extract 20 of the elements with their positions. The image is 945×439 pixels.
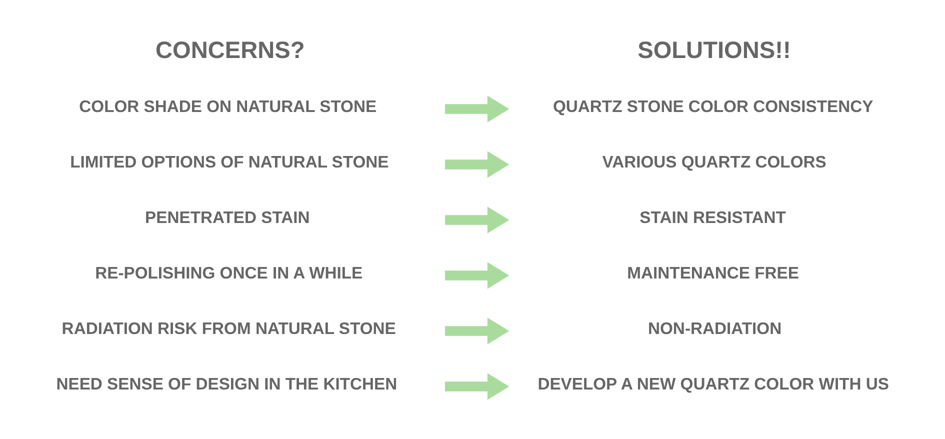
node-text: VARIOUS QUARTZ COLORS (602, 152, 826, 171)
node-text: RADIATION RISK FROM NATURAL STONE (62, 318, 396, 338)
node-text: LIMITED OPTIONS OF NATURAL STONE (70, 152, 389, 171)
node-text: NEED SENSE OF DESIGN IN THE KITCHEN (56, 374, 398, 393)
node-text: NON-RADIATION (648, 318, 782, 338)
label: SOLUTIONS!! (638, 36, 791, 62)
node-text: PENETRATED STAIN (145, 207, 310, 226)
node-text: STAIN RESISTANT (640, 207, 786, 226)
node-text: RE-POLISHING ONCE IN A WHILE (95, 262, 363, 282)
node-text: QUARTZ STONE COLOR CONSISTENCY (552, 96, 874, 116)
arrow (445, 150, 510, 178)
arrow (445, 95, 510, 122)
node-text: DEVELOP A NEW QUARTZ COLOR WITH US (538, 374, 889, 393)
arrow (445, 262, 510, 288)
arrow (445, 317, 510, 344)
label: CONCERNS? (155, 36, 305, 62)
node-text: MAINTENANCE FREE (627, 262, 799, 282)
arrow (445, 372, 510, 400)
arrow (445, 206, 510, 233)
node-text: COLOR SHADE ON NATURAL STONE (79, 96, 377, 116)
